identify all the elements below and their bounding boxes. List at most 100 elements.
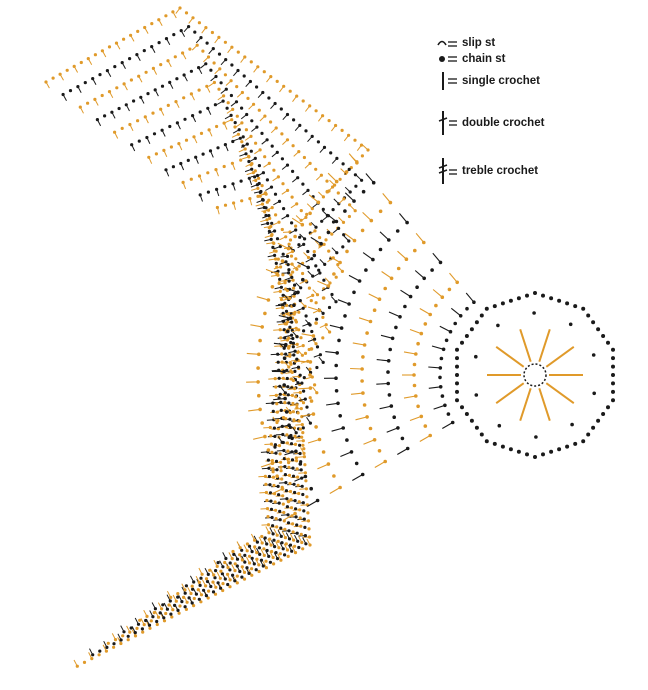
- chain-stitch-dot: [301, 99, 305, 103]
- chain-stitch-dot: [290, 458, 295, 462]
- stitch-post: [291, 329, 299, 333]
- chain-stitch-dot: [307, 527, 311, 531]
- stitch-post: [260, 222, 268, 226]
- stitch-post: [319, 259, 326, 265]
- stitch-post: [298, 387, 311, 390]
- stitch-post: [294, 475, 306, 482]
- chain-stitch-dot: [331, 220, 336, 224]
- stitch-post: [158, 19, 163, 27]
- chain-stitch-dot: [253, 545, 257, 549]
- chain-stitch-dot: [258, 338, 262, 343]
- stitch-post: [317, 280, 329, 287]
- chain-stitch-dot: [272, 249, 276, 253]
- stitch-post: [291, 546, 296, 553]
- chain-stitch-dot: [272, 562, 276, 566]
- chain-stitch-dot: [270, 233, 274, 237]
- stitch-post: [180, 163, 185, 171]
- chain-stitch-dot: [262, 70, 266, 74]
- stitch-post: [151, 46, 156, 53]
- chain-stitch-dot: [291, 530, 295, 534]
- stitch-post: [111, 633, 116, 640]
- stitch-post: [256, 547, 261, 555]
- chain-stitch-dot: [287, 346, 291, 350]
- stitch-post: [415, 232, 425, 243]
- chain-stitch-dot: [209, 68, 213, 72]
- chain-stitch-dot: [279, 297, 284, 302]
- stitch-post: [201, 27, 207, 34]
- chain-stitch-dot: [220, 572, 224, 576]
- chain-stitch-dot: [298, 427, 303, 431]
- chain-stitch-dot: [263, 311, 267, 316]
- chain-stitch-dot: [360, 228, 365, 233]
- chain-stitch-dot: [278, 392, 282, 396]
- chain-stitch-dot: [343, 314, 347, 318]
- chain-stitch-dot: [291, 169, 295, 173]
- stitch-post: [363, 439, 375, 445]
- stitch-post: [297, 456, 305, 458]
- chain-stitch-dot: [223, 40, 227, 44]
- chain-stitch-dot: [301, 492, 305, 497]
- panel-row: [215, 192, 306, 554]
- stitch-post: [270, 103, 276, 110]
- stitch-post: [217, 95, 224, 101]
- chain-stitch-dot: [275, 474, 279, 479]
- chain-stitch-dot: [532, 311, 536, 315]
- chain-stitch-dot: [158, 611, 162, 615]
- stitch-post: [77, 86, 82, 93]
- stitch-post: [343, 235, 350, 242]
- stitch-post: [281, 189, 288, 195]
- chain-stitch-dot: [198, 110, 202, 114]
- stitch-post: [280, 387, 286, 394]
- chain-stitch-dot: [439, 356, 444, 361]
- chain-stitch-dot: [581, 306, 586, 311]
- chain-stitch-dot: [294, 507, 298, 511]
- chain-stitch-dot: [235, 564, 239, 568]
- chain-stitch-dot: [240, 565, 244, 569]
- chain-stitch-dot: [164, 14, 168, 18]
- chain-stitch-dot: [325, 189, 330, 194]
- chain-stitch-dot: [294, 456, 298, 460]
- chain-stitch-dot: [244, 128, 248, 132]
- chain-stitch-dot: [549, 296, 554, 301]
- chain-stitch-dot: [106, 641, 110, 645]
- stitch-post: [266, 76, 272, 83]
- stitch-post: [199, 175, 203, 183]
- chain-stitch-dot: [257, 546, 261, 550]
- chain-stitch-dot: [129, 626, 133, 630]
- chain-stitch-dot: [269, 120, 273, 124]
- chain-stitch-dot: [285, 288, 289, 293]
- chain-stitch-dot: [304, 129, 308, 133]
- stitch-post: [143, 609, 148, 617]
- chain-stitch-dot: [257, 108, 261, 112]
- chain-stitch-dot: [282, 207, 286, 211]
- chain-stitch-dot: [214, 569, 218, 573]
- stitch-post: [125, 104, 130, 112]
- stitch-post: [306, 538, 311, 546]
- stitch-post: [319, 147, 325, 153]
- stitch-post: [326, 213, 337, 222]
- stitch-post: [140, 97, 145, 104]
- stitch-post: [131, 144, 136, 152]
- chain-stitch-dot: [340, 128, 344, 132]
- chain-stitch-dot: [282, 416, 286, 420]
- panel-row: [44, 6, 370, 668]
- chain-stitch-dot: [390, 336, 395, 341]
- chain-stitch-dot: [245, 566, 249, 570]
- chain-stitch-dot: [500, 301, 505, 306]
- stitch-post: [495, 345, 525, 368]
- stitch-post: [236, 541, 241, 548]
- stitch-post: [289, 533, 295, 541]
- stitch-post: [350, 392, 363, 395]
- stitch-post: [317, 115, 324, 122]
- stitch-post: [519, 328, 532, 363]
- chain-stitch-dot: [267, 96, 271, 100]
- stitch-post: [272, 416, 278, 423]
- chain-stitch-dot: [239, 158, 243, 162]
- stitch-post: [120, 625, 125, 633]
- panel-row: [95, 62, 351, 634]
- chain-stitch-dot: [314, 321, 318, 325]
- stitch-post: [207, 108, 212, 115]
- stitch-post: [409, 415, 422, 422]
- chain-stitch-dot: [293, 544, 297, 548]
- chain-stitch-dot: [606, 340, 610, 345]
